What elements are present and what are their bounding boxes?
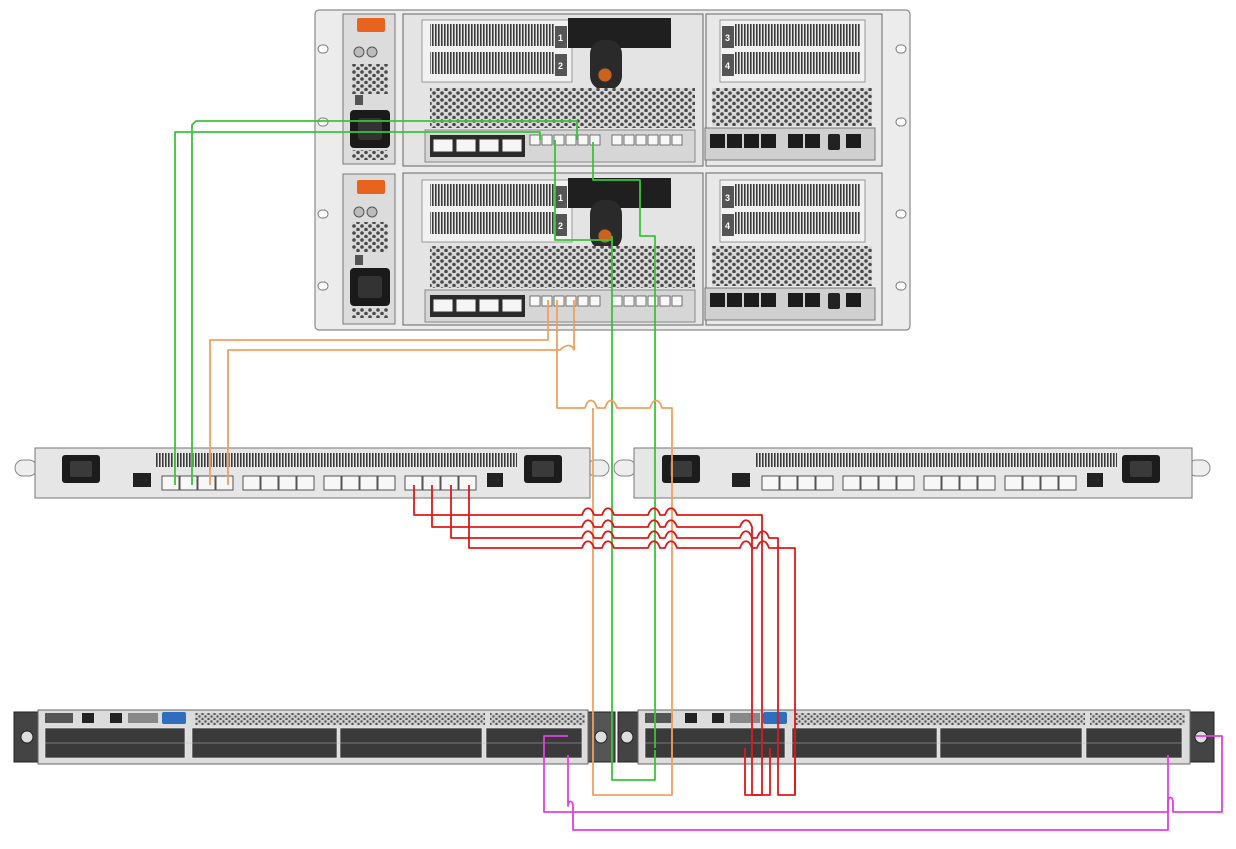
cables — [174, 120, 1223, 831]
slot-2-label: 2 — [558, 61, 563, 71]
green-cable — [191, 120, 578, 485]
slot-2-label-b: 2 — [558, 221, 563, 231]
green-cable — [611, 238, 656, 781]
orange-cables — [209, 300, 673, 796]
red-cable — [413, 485, 763, 796]
green-cables — [174, 120, 656, 781]
orange-cable — [209, 300, 549, 485]
controller-chassis: 1 2 — [314, 9, 911, 331]
red-cable — [431, 485, 771, 796]
red-cable — [468, 485, 796, 795]
switch-right — [617, 709, 1215, 765]
slot-3-label: 3 — [725, 33, 730, 43]
slot-1-label-b: 1 — [558, 193, 563, 203]
red-cables — [413, 485, 796, 796]
psu-lower — [342, 173, 396, 325]
controller-b: 1 2 — [402, 172, 883, 326]
red-cable — [450, 485, 796, 796]
slot-4-label-b: 4 — [725, 221, 730, 231]
switch-left — [13, 709, 616, 765]
shelf-right — [613, 447, 1211, 499]
slot-3-label-b: 3 — [725, 193, 730, 203]
psu-upper — [342, 13, 396, 165]
slot-1-label: 1 — [558, 33, 563, 43]
orange-cable — [556, 300, 673, 796]
magenta-cables — [543, 735, 1223, 831]
magenta-cable — [567, 755, 1169, 831]
green-cable — [592, 142, 656, 748]
controller-a: 1 2 — [402, 13, 883, 167]
rack-ear-holes — [317, 44, 907, 291]
slot-4-label: 4 — [725, 61, 730, 71]
shelf-left — [14, 447, 610, 499]
orange-cable — [227, 300, 575, 485]
green-cable — [174, 131, 541, 485]
